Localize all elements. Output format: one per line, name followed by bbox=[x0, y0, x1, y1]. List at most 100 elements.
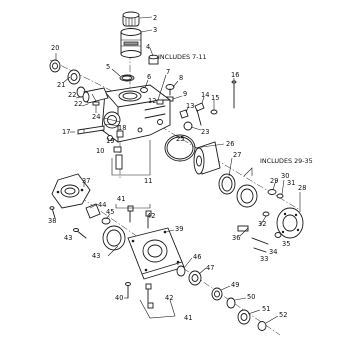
callout-46: 46 bbox=[193, 253, 201, 261]
callout-4: 4 bbox=[146, 43, 150, 51]
o-ring-part-5 bbox=[119, 74, 135, 82]
callout-30: 30 bbox=[281, 172, 289, 180]
callout-29: 29 bbox=[270, 177, 278, 185]
screw-part-43a bbox=[73, 228, 87, 239]
filter-insert-part-3 bbox=[120, 28, 142, 58]
small-parts-30-32 bbox=[262, 189, 284, 217]
callout-33: 33 bbox=[260, 255, 268, 263]
fitting-part-44 bbox=[85, 203, 101, 219]
callout-42a: 42 bbox=[147, 212, 155, 220]
part-33-34 bbox=[251, 237, 269, 253]
callout-22: 22 bbox=[68, 91, 76, 99]
callout-41a: 41 bbox=[117, 195, 125, 203]
includes-29-35-note: INCLUDES 29-35 bbox=[260, 157, 313, 165]
ring-part-27 bbox=[218, 173, 236, 195]
ring-part-46 bbox=[176, 265, 186, 277]
callout-3: 3 bbox=[153, 26, 157, 34]
callout-43a: 43 bbox=[64, 234, 72, 242]
callout-12: 12 bbox=[148, 97, 156, 105]
callout-9: 9 bbox=[183, 90, 187, 98]
leader-lines bbox=[55, 16, 301, 324]
cup-part-4 bbox=[148, 54, 159, 65]
hub-part-26 bbox=[193, 141, 221, 175]
part-18 bbox=[116, 130, 124, 138]
callout-19: 19 bbox=[106, 137, 114, 145]
callout-35: 35 bbox=[282, 240, 290, 248]
main-housing-part-12 bbox=[101, 84, 171, 143]
parts-41-42-lower bbox=[145, 283, 154, 309]
callout-16: 16 bbox=[231, 71, 239, 79]
callout-15: 15 bbox=[211, 94, 219, 102]
callout-labels: 2 3 4 5 6 7 8 9 10 11 12 13 14 15 16 17 … bbox=[48, 14, 313, 322]
callout-32: 32 bbox=[258, 220, 266, 228]
callout-44: 44 bbox=[98, 201, 106, 209]
center-lines bbox=[49, 15, 301, 336]
cap-part-2 bbox=[122, 11, 140, 27]
callout-13: 13 bbox=[186, 102, 194, 110]
callout-52: 52 bbox=[279, 311, 287, 319]
part-7 bbox=[156, 99, 164, 105]
callout-18: 18 bbox=[118, 124, 126, 132]
part-15 bbox=[210, 109, 218, 115]
callout-14: 14 bbox=[201, 91, 209, 99]
bearing-part-47 bbox=[188, 270, 202, 286]
shaft-part-17 bbox=[77, 125, 105, 135]
shaft-part-23 bbox=[82, 87, 109, 104]
callout-43b: 43 bbox=[92, 252, 100, 260]
part-13 bbox=[179, 109, 189, 119]
seal-part-49 bbox=[211, 287, 223, 301]
callout-36: 36 bbox=[232, 234, 240, 242]
callout-28: 28 bbox=[298, 184, 306, 192]
callout-37: 37 bbox=[82, 177, 90, 185]
bearing-part-21 bbox=[67, 69, 81, 85]
callout-21: 21 bbox=[57, 81, 65, 89]
nut-part-52 bbox=[257, 321, 267, 331]
callout-45: 45 bbox=[106, 208, 114, 216]
callout-50: 50 bbox=[247, 293, 255, 301]
callout-2: 2 bbox=[153, 14, 157, 22]
callout-10: 10 bbox=[96, 147, 104, 155]
bearing-ring-part-29 bbox=[236, 184, 258, 208]
callout-6: 6 bbox=[147, 73, 151, 81]
screw-part-40 bbox=[125, 282, 131, 299]
seal-part-20 bbox=[49, 59, 61, 73]
callout-22b: 22 bbox=[74, 100, 82, 108]
callout-31: 31 bbox=[287, 179, 295, 187]
screw-part-38 bbox=[49, 206, 56, 219]
part-10 bbox=[113, 146, 122, 153]
flange-part-28 bbox=[276, 207, 304, 239]
callout-8: 8 bbox=[179, 74, 183, 82]
callout-20: 20 bbox=[51, 44, 59, 52]
part-19 bbox=[107, 135, 113, 141]
callout-39: 39 bbox=[175, 225, 183, 233]
callout-11: 11 bbox=[144, 177, 152, 185]
cover-plate-part-39 bbox=[127, 227, 185, 280]
ring-part-35 bbox=[274, 232, 282, 238]
fitting-part-45 bbox=[101, 217, 111, 225]
callout-49: 49 bbox=[231, 281, 239, 289]
callout-47: 47 bbox=[206, 264, 214, 272]
part-6 bbox=[140, 87, 148, 93]
callout-40: 40 bbox=[115, 294, 123, 302]
callout-34: 34 bbox=[269, 248, 277, 256]
callout-42b: 42 bbox=[165, 294, 173, 302]
pin-part-16 bbox=[231, 80, 237, 109]
bracket-lines bbox=[111, 140, 253, 319]
callout-26: 26 bbox=[226, 140, 234, 148]
screw-part-8 bbox=[165, 84, 175, 96]
callout-17: 17 bbox=[62, 128, 70, 136]
stem-part-11 bbox=[115, 154, 123, 170]
ring-part-43b bbox=[102, 225, 126, 251]
bearing-part-51 bbox=[237, 309, 251, 325]
ring-part-23r bbox=[183, 121, 193, 131]
part-14 bbox=[194, 102, 205, 126]
includes-7-11-note: INCLUDES 7-11 bbox=[158, 53, 207, 61]
callout-23: 23 bbox=[201, 128, 209, 136]
parts-41-42-upper bbox=[127, 205, 152, 229]
callout-5: 5 bbox=[106, 63, 110, 71]
callout-25: 25 bbox=[176, 135, 184, 143]
washer-part-50 bbox=[226, 297, 236, 309]
key-part-24 bbox=[92, 101, 100, 106]
